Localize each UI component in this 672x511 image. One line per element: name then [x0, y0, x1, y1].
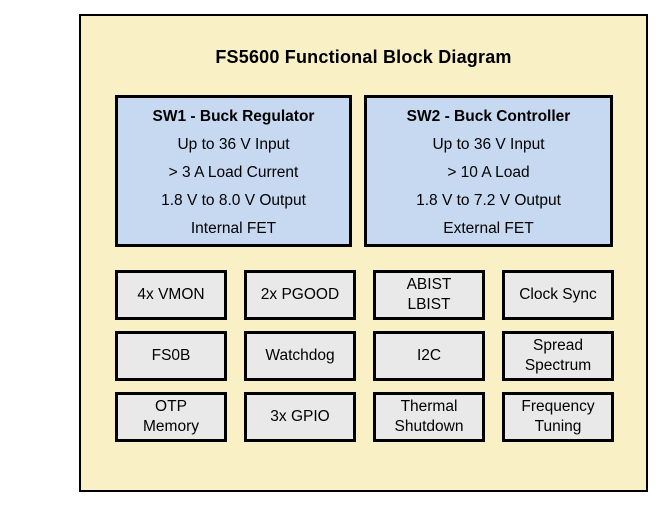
- block-clock-sync: Clock Sync: [502, 270, 614, 320]
- sw1-spec-output: 1.8 V to 8.0 V Output: [161, 192, 306, 209]
- block-sw1-buck-regulator: SW1 - Buck Regulator Up to 36 V Input > …: [115, 95, 352, 247]
- sw1-spec-fet: Internal FET: [190, 220, 277, 237]
- block-thermal-shutdown: Thermal Shutdown: [373, 392, 485, 442]
- block-sw2-buck-controller: SW2 - Buck Controller Up to 36 V Input >…: [364, 95, 613, 247]
- block-3x-gpio: 3x GPIO: [244, 392, 356, 442]
- block-i2c: I2C: [373, 331, 485, 381]
- block-watchdog: Watchdog: [244, 331, 356, 381]
- sw2-title: SW2 - Buck Controller: [406, 108, 571, 125]
- sw1-spec-load: > 3 A Load Current: [168, 164, 299, 181]
- block-frequency-tuning: Frequency Tuning: [502, 392, 614, 442]
- block-abist-lbist: ABIST LBIST: [373, 270, 485, 320]
- diagram-title: FS5600 Functional Block Diagram: [215, 47, 512, 67]
- block-spread-spectrum: Spread Spectrum: [502, 331, 614, 381]
- sw2-spec-fet: External FET: [443, 220, 534, 237]
- sw2-spec-input: Up to 36 V Input: [432, 136, 545, 153]
- block-2x-pgood: 2x PGOOD: [244, 270, 356, 320]
- function-block-grid: 4x VMON 2x PGOOD ABIST LBIST Clock Sync …: [115, 270, 614, 442]
- sw2-spec-output: 1.8 V to 7.2 V Output: [416, 192, 561, 209]
- sw1-spec-input: Up to 36 V Input: [177, 136, 290, 153]
- block-4x-vmon: 4x VMON: [115, 270, 227, 320]
- diagram-frame: FS5600 Functional Block Diagram SW1 - Bu…: [79, 14, 648, 492]
- block-otp-memory: OTP Memory: [115, 392, 227, 442]
- sw1-title: SW1 - Buck Regulator: [152, 108, 315, 125]
- block-fs0b: FS0B: [115, 331, 227, 381]
- sw2-spec-load: > 10 A Load: [447, 164, 530, 181]
